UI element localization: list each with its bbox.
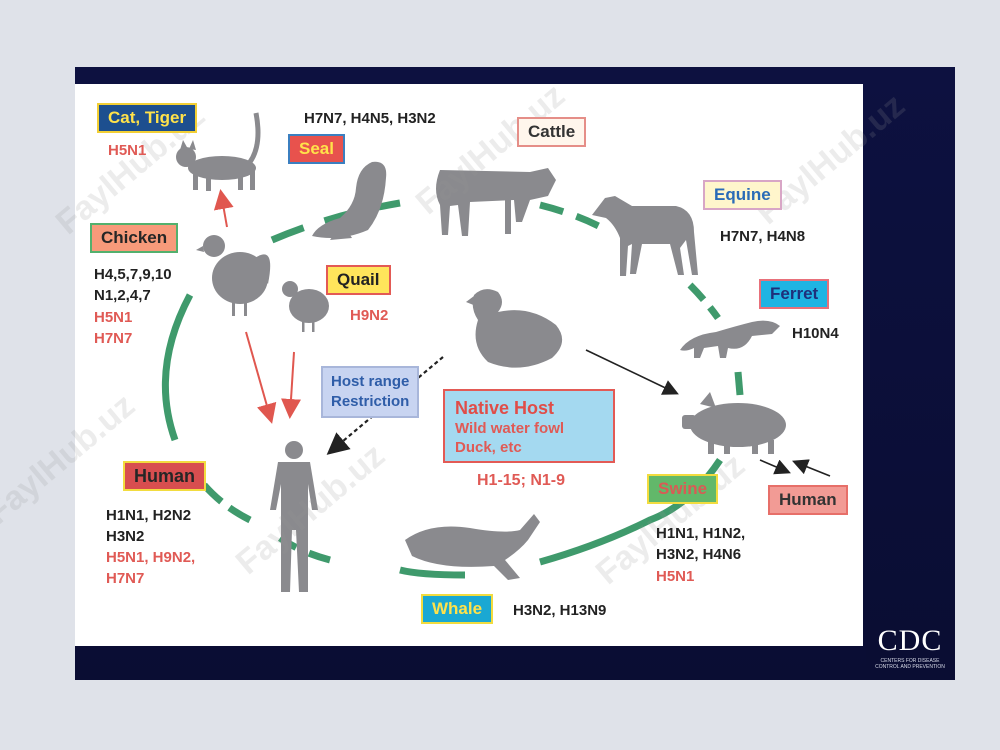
subtypes-cat-tiger: H5N1 — [108, 142, 147, 159]
subtypes-quail: H9N2 — [350, 307, 389, 324]
subtypes-native-host: H1-15; N1-9 — [477, 472, 566, 489]
subtypes-swine-red: H5N1 — [656, 568, 695, 585]
cdc-logo-text: CDC — [877, 624, 943, 657]
red-arrows — [213, 189, 301, 424]
cattle-icon — [436, 168, 556, 236]
label-human-left: Human — [123, 461, 207, 491]
label-chicken: Chicken — [90, 223, 179, 253]
label-seal: Seal — [288, 134, 345, 164]
native-host-title: Native Host — [455, 398, 555, 418]
cdc-logo-subtext: CENTERS FOR DISEASE CONTROL AND PREVENTI… — [875, 658, 945, 670]
subtypes-whale: H3N2, H13N9 — [513, 602, 607, 619]
subtypes-ferret: H10N4 — [792, 325, 839, 342]
cdc-logo: CDC CENTERS FOR DISEASE CONTROL AND PREV… — [866, 620, 954, 680]
label-cattle: Cattle — [517, 117, 587, 147]
ferret-icon — [680, 320, 780, 358]
cat-icon — [176, 112, 261, 191]
horse-icon — [592, 196, 698, 276]
subtypes-swine-black: H1N1, H1N2, H3N2, H4N6 — [656, 525, 746, 563]
subtypes-human-black: H1N1, H2N2 H3N2 — [106, 507, 192, 545]
transmission-ring — [161, 199, 744, 579]
label-ferret: Ferret — [759, 279, 830, 309]
native-host-subtitle: Wild water fowl Duck, etc — [455, 420, 565, 456]
subtypes-equine: H7N7, H4N8 — [720, 228, 806, 245]
seal-icon — [312, 161, 387, 240]
label-host-range-restriction: Host range Restriction — [321, 366, 420, 418]
quail-icon — [282, 281, 329, 332]
label-equine: Equine — [703, 180, 782, 210]
label-quail: Quail — [326, 265, 391, 295]
subtypes-chicken-red: H5N1 H7N7 — [94, 309, 133, 347]
whale-icon — [405, 514, 540, 580]
label-whale: Whale — [421, 594, 494, 624]
duck-icon — [466, 289, 563, 368]
label-swine: Swine — [647, 474, 719, 504]
label-cat-tiger: Cat, Tiger — [97, 103, 198, 133]
subtypes-chicken-black: H4,5,7,9,10 N1,2,4,7 — [94, 266, 172, 304]
pig-icon — [682, 392, 786, 454]
subtypes-seal: H7N7, H4N5, H3N2 — [304, 110, 436, 127]
label-human-right: Human — [768, 485, 848, 515]
native-host-box: Native Host Wild water fowl Duck, etc — [443, 389, 615, 463]
chicken-icon — [196, 235, 271, 316]
subtypes-human-red: H5N1, H9N2, H7N7 — [106, 549, 196, 587]
human-figure-icon — [270, 441, 318, 592]
